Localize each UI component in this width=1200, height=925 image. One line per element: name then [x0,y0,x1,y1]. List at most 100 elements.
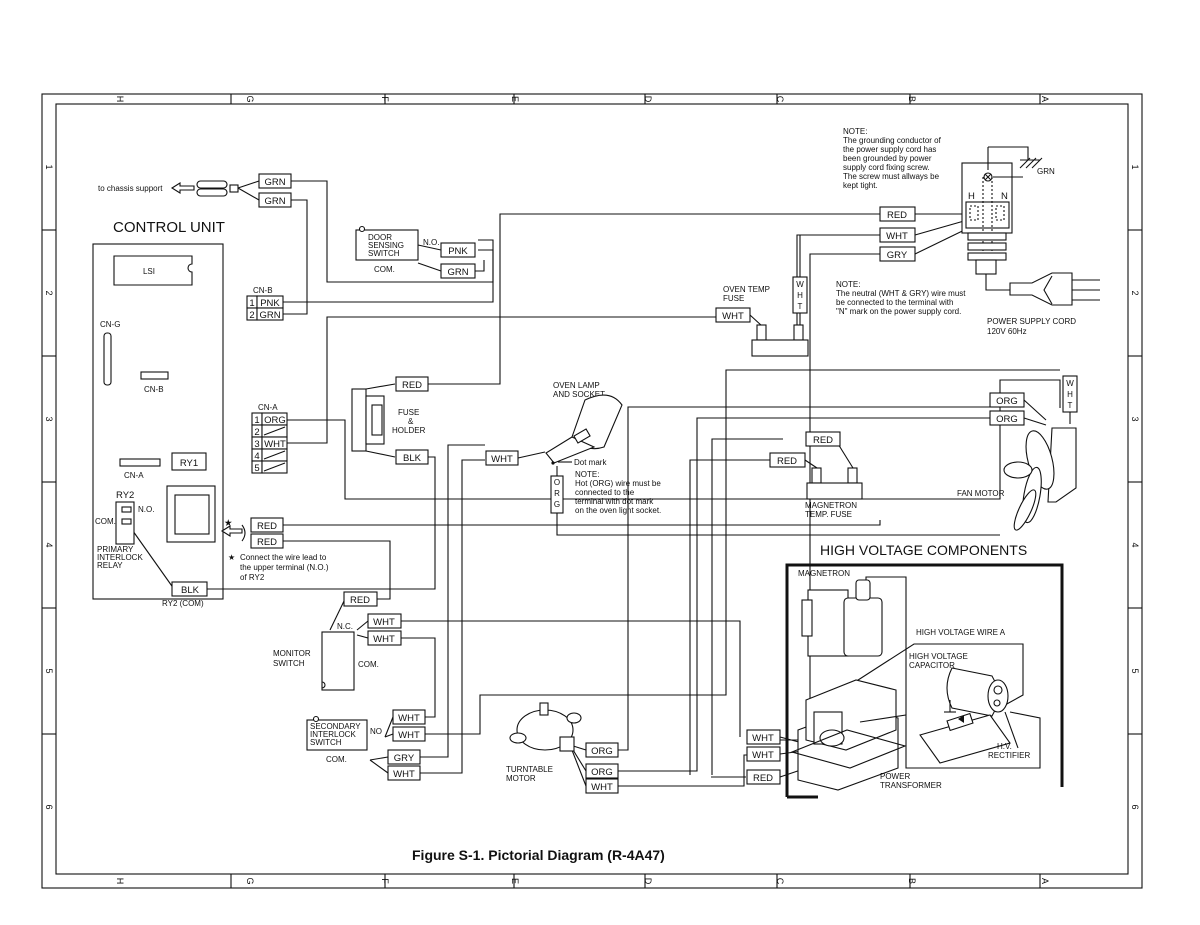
row-label-left: 6 [44,804,54,809]
svg-text:H: H [968,191,975,202]
secondary-interlock-switch: SECONDARY INTERLOCK SWITCH NO COM. WHT W… [306,709,426,781]
svg-text:MONITOR: MONITOR [273,649,311,658]
svg-text:H: H [797,291,803,300]
svg-text:GRY: GRY [887,250,908,261]
svg-text:RED: RED [350,595,370,606]
svg-text:COM.: COM. [358,660,379,669]
svg-text:CN-A: CN-A [258,403,278,412]
cn-g-label: CN-G [100,320,120,329]
svg-text:SWITCH: SWITCH [273,659,305,668]
fan-motor: ORG ORG W H T FAN MOTOR [957,375,1078,531]
col-label-bottom: E [510,878,520,884]
svg-text:G: G [554,500,560,509]
svg-text:NOTE:: NOTE: [836,280,860,289]
svg-text:WHT: WHT [591,782,613,793]
svg-text:FUSE: FUSE [723,294,744,303]
wiring [127,180,1071,787]
svg-text:CAPACITOR: CAPACITOR [909,661,955,670]
svg-text:POWER: POWER [880,772,910,781]
wire-tag: GRN [440,263,476,279]
star-icon: ★ [228,553,235,562]
svg-text:WHT: WHT [264,439,286,450]
row-label-right: 2 [1130,290,1140,295]
svg-text:RED: RED [813,435,833,446]
col-label-bottom: D [643,878,653,885]
power-transformer-body [790,679,907,791]
arrow-left-icon [220,525,243,537]
svg-text:been grounded by power: been grounded by power [843,154,932,163]
svg-text:2: 2 [254,427,259,438]
door-sensing-switch: DOOR SENSING SWITCH N.O. COM. PNK GRN [355,225,476,279]
svg-text:The neutral (WHT & GRY) wire m: The neutral (WHT & GRY) wire must [836,289,966,298]
svg-text:&: & [408,417,414,426]
svg-text:RED: RED [777,456,797,467]
wire-tag: ORG [585,763,619,779]
svg-text:N: N [1001,191,1008,202]
svg-text:T: T [798,302,803,311]
hv-capacitor [946,667,1009,717]
svg-text:RED: RED [753,773,773,784]
svg-text:MAGNETRON: MAGNETRON [798,569,850,578]
magnetron-temp-fuse: RED RED MAGNETRON TEMP. FUSE [769,431,863,519]
wire-tag: WHT [485,450,519,466]
wire-tag: RED [250,517,284,533]
row-label-left: 5 [44,668,54,673]
svg-text:RELAY: RELAY [97,561,123,570]
col-label-bottom: A [1040,878,1050,884]
svg-text:COM.: COM. [374,265,395,274]
svg-text:POWER SUPPLY CORD: POWER SUPPLY CORD [987,317,1076,326]
svg-text:WHT: WHT [752,733,774,744]
wire-tag: WHT [367,613,402,629]
wire-tag: WHT [715,307,751,323]
wire-tag: WHT [387,765,421,781]
figure-title: Figure S-1. Pictorial Diagram (R-4A47) [412,847,665,863]
svg-text:GRY: GRY [394,753,415,764]
row-label-left: 4 [44,542,54,547]
wire-tag: RED [879,206,916,222]
svg-text:MOTOR: MOTOR [506,774,536,783]
svg-text:supply cord fixing screw.: supply cord fixing screw. [843,163,930,172]
cn-b-connector: CN-B 1 PNK 2 GRN [246,286,284,321]
svg-text:N.O.: N.O. [138,505,154,514]
col-label-top: F [380,96,390,102]
svg-text:GRN: GRN [264,177,285,188]
ry2-com-label: RY2 (COM) [162,599,204,608]
svg-text:5: 5 [254,463,259,474]
svg-text:DOOR: DOOR [368,233,392,242]
wire-tag: RED [343,591,378,607]
svg-text:COM.: COM. [326,755,347,764]
svg-text:WHT: WHT [398,713,420,724]
chassis-connector: to chassis support GRN GRN [98,173,292,208]
svg-text:ORG: ORG [264,415,286,426]
row-label-right: 4 [1130,542,1140,547]
svg-text:LSI: LSI [143,267,155,276]
svg-text:be connected to the terminal w: be connected to the terminal with [836,298,953,307]
frame-column-dividers [42,94,1142,888]
row-label-right: 5 [1130,668,1140,673]
svg-text:Dot mark: Dot mark [574,458,607,467]
svg-text:WHT: WHT [722,311,744,322]
wire-tag: PNK [440,242,476,258]
svg-text:1: 1 [249,298,254,309]
col-label-top: E [510,96,520,102]
svg-text:the power supply cord has: the power supply cord has [843,145,936,154]
svg-text:RED: RED [887,210,907,221]
ry1-relay [171,452,207,471]
col-label-bottom: B [907,878,917,884]
svg-text:WHT: WHT [373,634,395,645]
wire-tag: RED [746,769,781,785]
svg-text:TURNTABLE: TURNTABLE [506,765,553,774]
fuse-holder: FUSE & HOLDER RED BLK [351,376,429,465]
wire-tag: GRY [879,246,916,262]
svg-text:RED: RED [257,521,277,532]
oven-temp-fuse: OVEN TEMP FUSE WHT W H T [715,276,809,357]
svg-text:of RY2: of RY2 [240,573,265,582]
wire-tag: ORG [989,392,1025,408]
col-label-top: D [643,96,653,103]
svg-text:CN-A: CN-A [124,471,144,480]
svg-text:The screw must allways be: The screw must allways be [843,172,940,181]
svg-text:FAN MOTOR: FAN MOTOR [957,489,1005,498]
drawing-frame: H G F E D C B A H G F E D C B A 1 2 3 4 … [41,93,1143,889]
col-label-bottom: F [380,878,390,884]
